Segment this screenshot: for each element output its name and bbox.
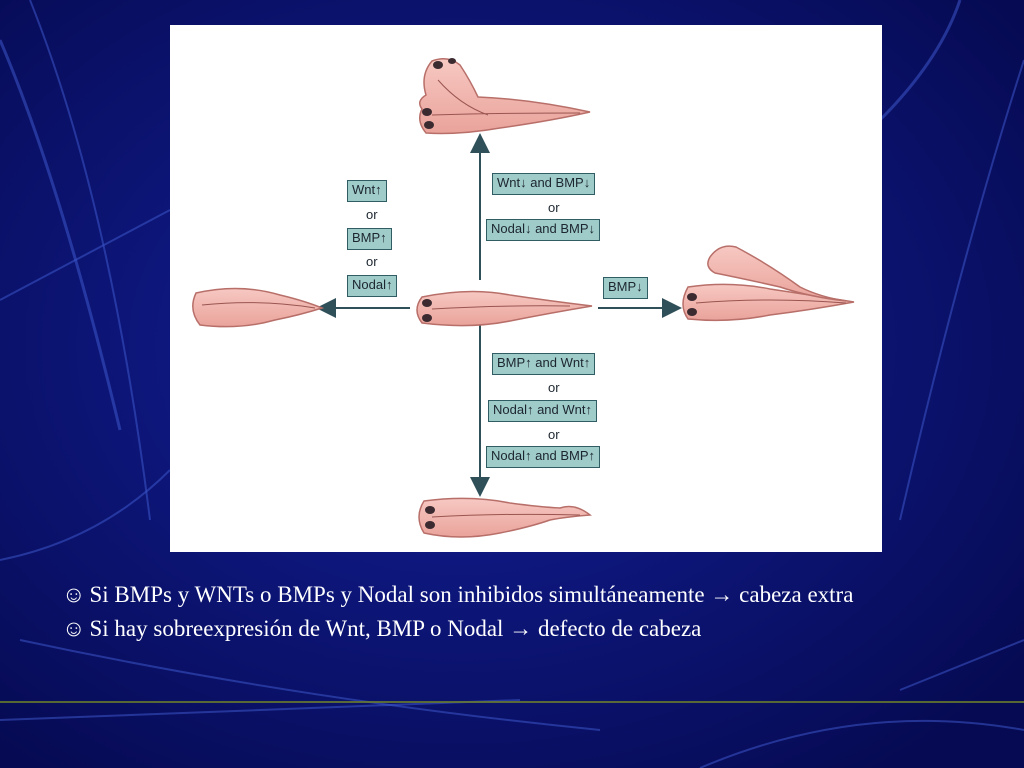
label-nodal-bmp-up: Nodal↑ and BMP↑ <box>486 446 601 468</box>
label-wnt-up: Wnt↑ <box>347 180 387 202</box>
or-text: or <box>548 200 560 215</box>
label-nodal-bmp-down: Nodal↓ and BMP↓ <box>486 219 601 241</box>
label-wnt-bmp-down: Wnt↓ and BMP↓ <box>492 173 596 195</box>
label-nodal-wnt-up: Nodal↑ and Wnt↑ <box>488 400 597 422</box>
bullet-text: Si BMPs y WNTs o BMPs y Nodal son inhibi… <box>89 582 705 607</box>
embryo-headless <box>192 287 325 328</box>
smiley-icon: ☺ <box>62 582 86 607</box>
or-text: or <box>366 207 378 222</box>
label-bmp-wnt-up: BMP↑ and Wnt↑ <box>492 353 596 375</box>
or-text: or <box>366 254 378 269</box>
bullet-text: cabeza extra <box>739 582 854 607</box>
bullet-list: ☺Si BMPs y WNTs o BMPs y Nodal son inhib… <box>62 580 992 648</box>
bullet-item: ☺Si hay sobreexpresión de Wnt, BMP o Nod… <box>62 614 992 644</box>
embryo-double-head <box>419 58 591 135</box>
diagram-graphics <box>192 58 855 538</box>
smiley-icon: ☺ <box>62 616 86 641</box>
arrow-right-icon: → <box>710 582 734 607</box>
embryo-double-axis <box>682 245 855 322</box>
label-bmp-up: BMP↑ <box>347 228 392 250</box>
label-nodal-up: Nodal↑ <box>347 275 398 297</box>
arrow-right-icon: → <box>509 616 533 641</box>
bullet-text: Si hay sobreexpresión de Wnt, BMP o Noda… <box>89 616 504 641</box>
or-text: or <box>548 427 560 442</box>
embryo-small-head <box>418 497 592 538</box>
label-bmp-down: BMP↓ <box>603 277 648 299</box>
embryo-normal <box>416 290 593 327</box>
bullet-text: defecto de cabeza <box>537 616 702 641</box>
or-text: or <box>548 380 560 395</box>
diagram-panel: Wnt↑ or BMP↑ or Nodal↑ Wnt↓ and BMP↓ or … <box>170 25 882 552</box>
bullet-item: ☺Si BMPs y WNTs o BMPs y Nodal son inhib… <box>62 580 992 610</box>
